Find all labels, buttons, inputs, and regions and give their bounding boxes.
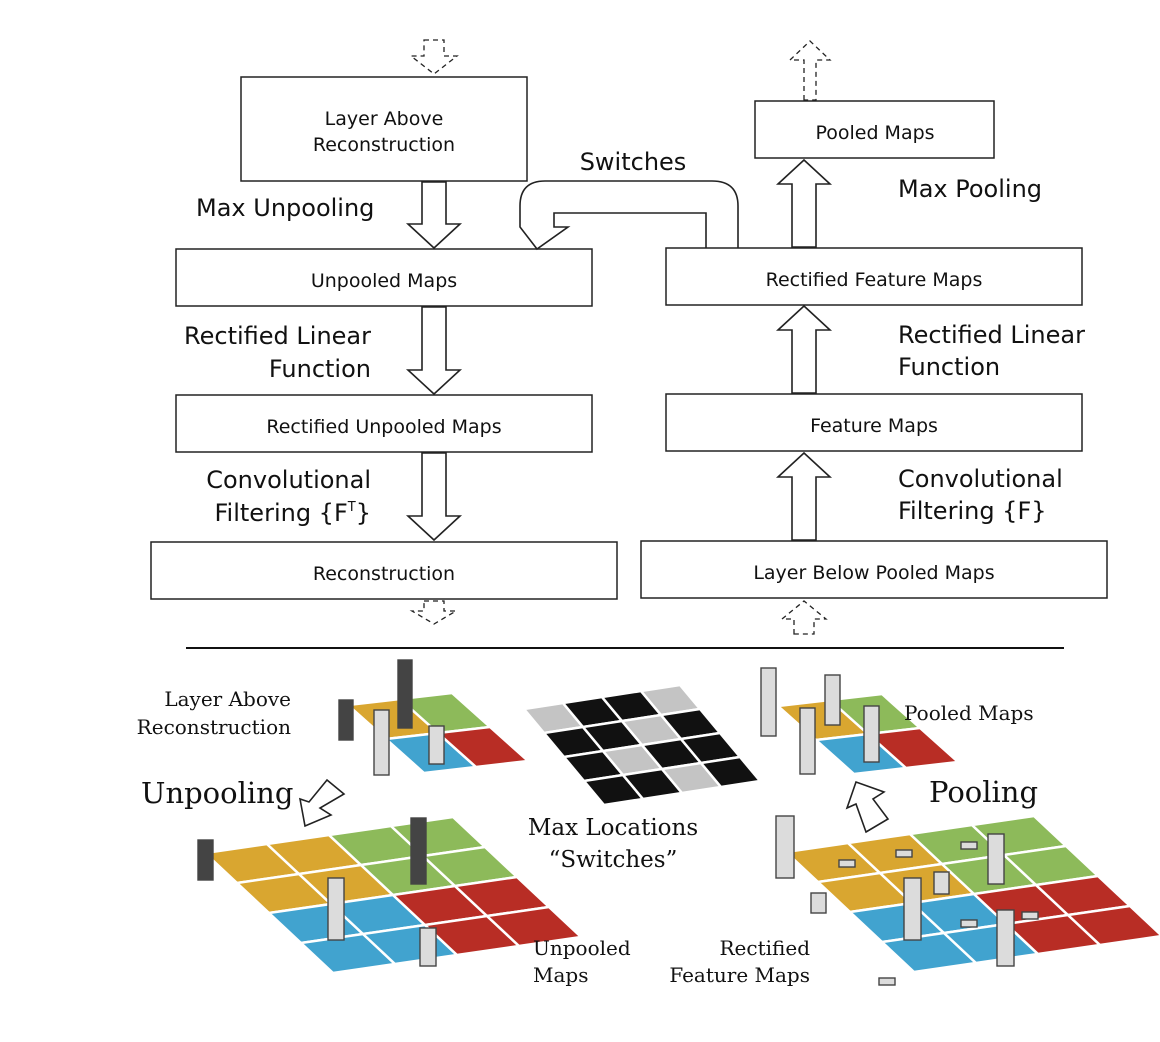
layer-above-grid-cell [435,725,531,769]
layer-above-dark-bar [338,699,354,741]
layer-above-light-bar [373,709,390,776]
max-unpooling-label: Max Unpooling [196,194,374,222]
pooling-arrow [845,780,890,834]
conv-down-arrow [405,452,463,542]
rectified-unpooled-maps-label: Rectified Unpooled Maps [266,416,501,438]
bottom-layer-above-line1: Layer Above [164,687,291,711]
dashed-arrow-in-right [780,600,828,635]
pooled-maps-box [754,100,995,159]
layer-below-pooled-maps-label: Layer Below Pooled Maps [753,562,994,584]
conv-up-arrow [775,451,833,541]
rectified-bar [895,849,913,858]
unpooled-dark-bar [197,839,214,881]
dashed-arrow-in-left [409,39,459,75]
rectified-unpooled-maps-box [175,394,593,453]
bottom-rectified-line2: Feature Maps [669,963,810,987]
switches-grid-cell [698,755,763,789]
rectified-feature-maps-label: Rectified Feature Maps [766,269,983,291]
relu-left-label-line1: Rectified Linear [184,322,371,350]
max-pooling-arrow [775,158,833,248]
rectified-bar [987,833,1005,885]
pooled-bar [760,667,777,737]
layer-above-label-line2: Reconstruction [313,134,455,156]
conv-right-label-line1: Convolutional [898,465,1063,493]
unpooled-grid-cell [484,905,584,948]
pooled-grid-cell [865,726,961,770]
pooled-bar [799,707,816,775]
relu-left-label-line2: Function [269,355,371,383]
conv-left-superscript: T [347,500,356,515]
conv-right-label-line2: Filtering {F} [898,497,1047,525]
max-pooling-label: Max Pooling [898,175,1042,203]
rectified-bar [810,892,827,914]
pooled-maps-label: Pooled Maps [815,122,934,144]
reconstruction-box [150,541,618,600]
unpooled-maps-label: Unpooled Maps [311,270,457,292]
layer-below-pooled-maps-box [640,540,1108,599]
relu-right-label-line1: Rectified Linear [898,321,1085,349]
rectified-feature-maps-box [665,247,1083,306]
relu-up-arrow [775,304,833,394]
unpooled-light-bar [419,927,437,967]
conv-left-label-line1: Convolutional [206,466,371,494]
feature-maps-label: Feature Maps [810,415,938,437]
unpooling-arrow [298,778,346,828]
layer-above-label-line1: Layer Above [325,108,444,130]
rectified-bar [996,909,1015,967]
bottom-layer-above-line2: Reconstruction [137,715,291,739]
dashed-arrow-out-left [409,600,459,625]
reconstruction-label: Reconstruction [313,563,455,585]
rectified-bar [775,815,795,879]
bottom-unpooled-maps-line2: Maps [533,963,588,987]
bottom-rectified-line1: Rectified [719,936,810,960]
max-unpooling-arrow [405,181,463,250]
bottom-unpooled-maps-line1: Unpooled [533,936,631,960]
layer-above-dark-bar [397,659,413,729]
conv-left-text-b: } [356,499,371,527]
layer-above-reconstruction-box [240,76,528,182]
pooled-bar [863,705,880,763]
unpooled-light-bar [327,877,345,941]
rectified-bar [878,977,896,986]
rectified-bar [960,841,978,850]
switches-label: Switches [580,148,687,176]
conv-left-text-a: Filtering {F [215,499,348,527]
grid-illustrations [197,659,1160,986]
rectified-bar [933,871,950,895]
rectified-grid-cell [1065,904,1160,947]
feature-maps-box [665,393,1083,452]
rectified-bar [1021,911,1039,920]
layer-above-light-bar [428,725,445,765]
unpooling-label: Unpooling [141,776,293,810]
pooling-label: Pooling [929,775,1038,809]
pooled-bar [824,674,841,726]
unpooled-maps-box [175,248,593,307]
rectified-bar [903,877,922,941]
relu-right-label-line2: Function [898,353,1000,381]
switches-caption-line2: “Switches” [549,847,678,873]
unpooled-dark-bar [410,817,427,885]
dashed-arrow-out-right [788,40,832,101]
conv-left-label-line2: Filtering {FT} [215,499,372,527]
rectified-bar [838,859,856,868]
switches-connector [519,180,739,251]
bottom-pooled-maps-label: Pooled Maps [904,701,1034,725]
rectified-bar [960,919,978,928]
relu-down-arrow [405,306,463,396]
switches-caption-line1: Max Locations [528,815,698,841]
